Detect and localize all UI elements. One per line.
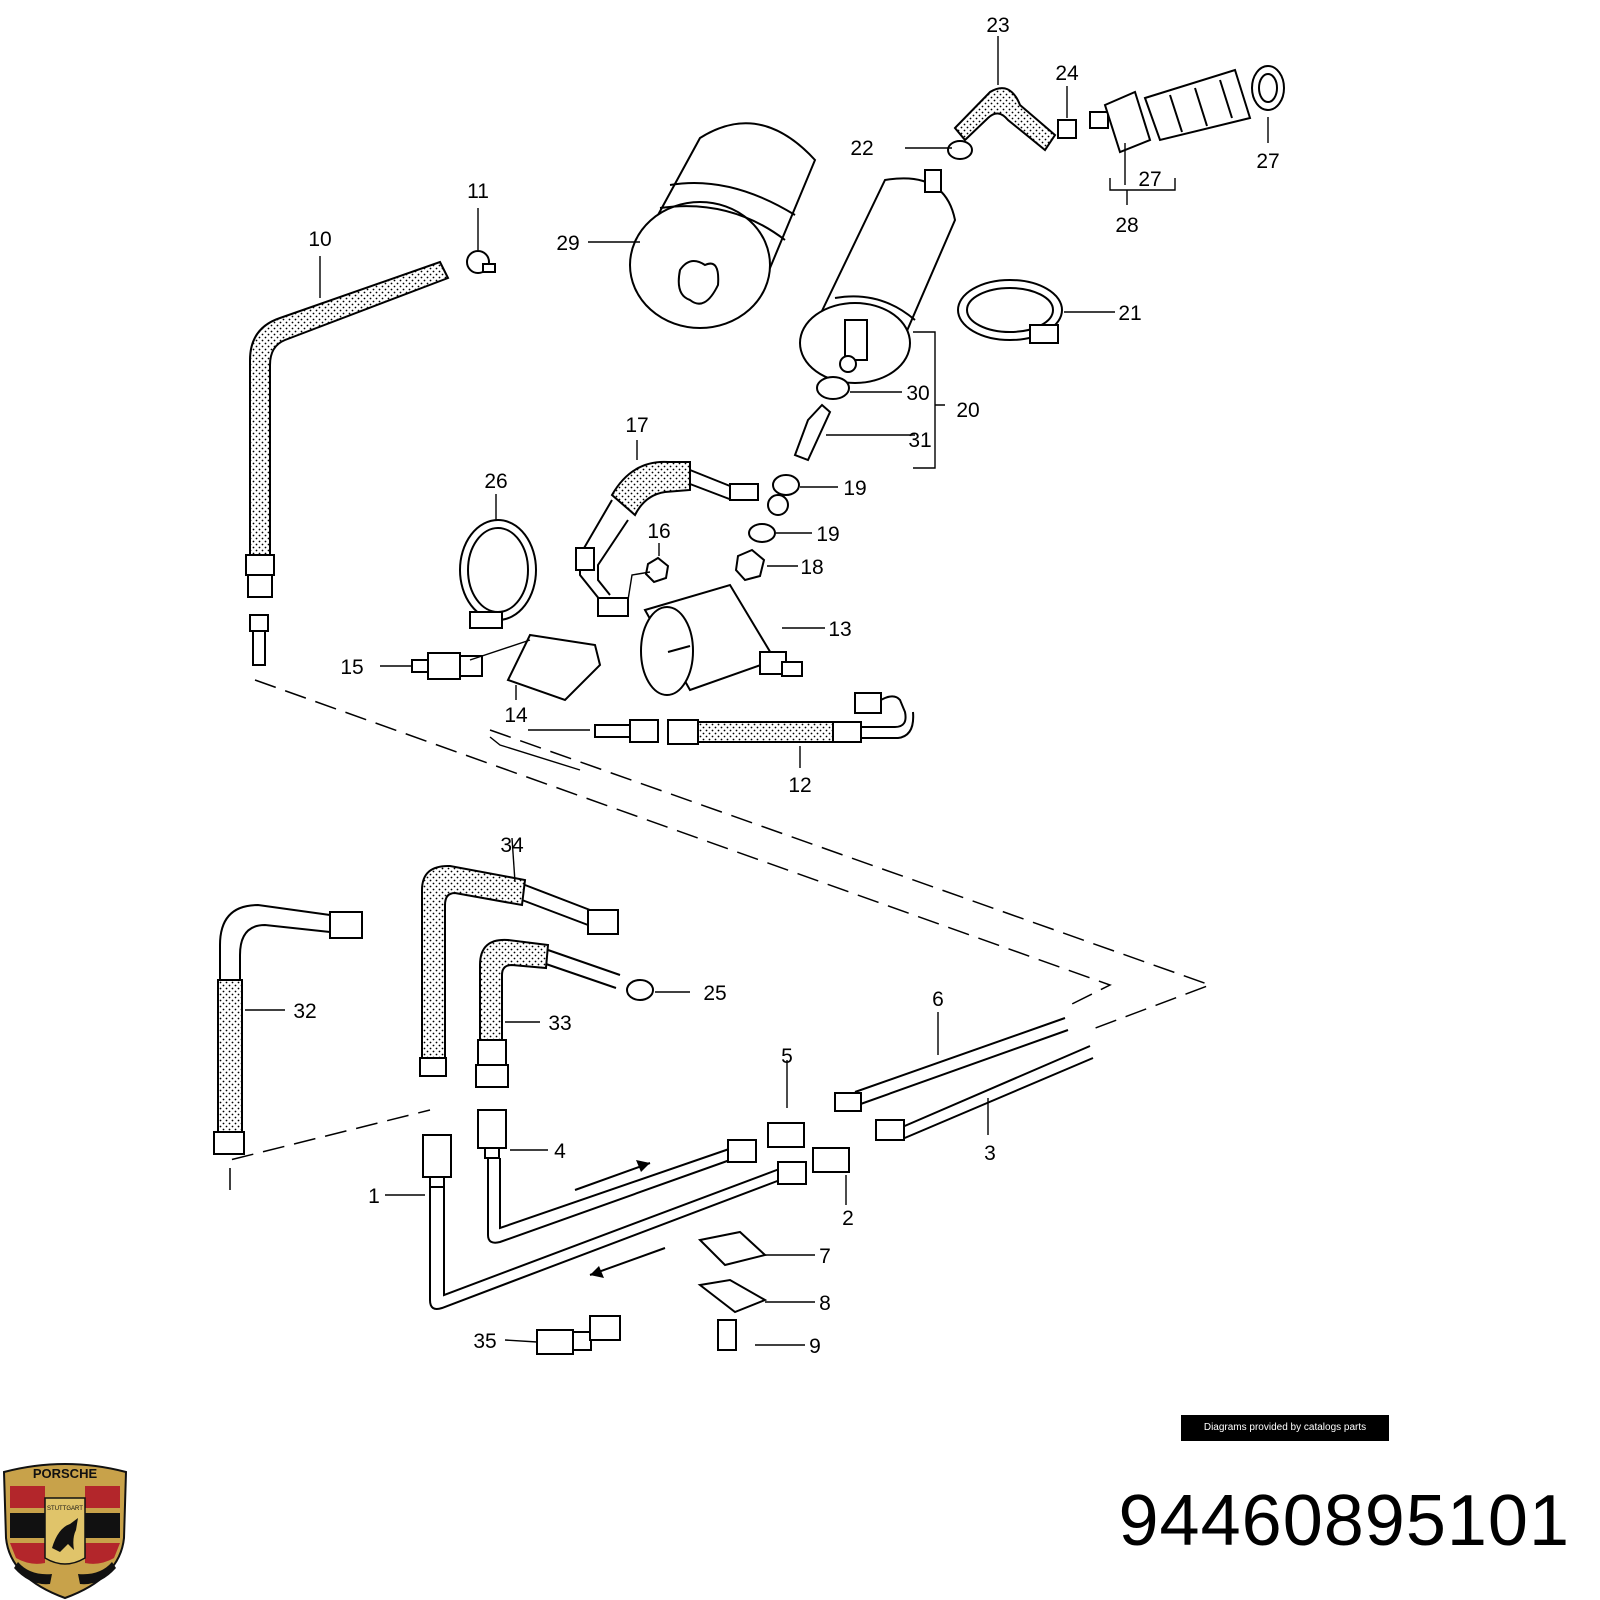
- callout-19-a: 19: [843, 477, 866, 500]
- callout-10: 10: [308, 228, 331, 251]
- part-34-hose: [419, 864, 619, 1077]
- callout-17: 17: [625, 414, 648, 437]
- part-20-fuel-pump: [799, 169, 957, 384]
- dashed-connection-lines: [229, 679, 1213, 1190]
- part-16-nut: [644, 556, 670, 584]
- callout-11: 11: [467, 180, 489, 203]
- part-30-seal: [816, 376, 850, 400]
- callout-21: 21: [1118, 302, 1141, 325]
- callout-30: 30: [906, 382, 929, 405]
- callout-23: 23: [986, 14, 1009, 37]
- crest-city-text: STUTTGART: [47, 1506, 83, 1512]
- callout-3: 3: [984, 1142, 996, 1165]
- part-14-bracket: [506, 633, 602, 702]
- callout-4: 4: [554, 1140, 566, 1163]
- callout-27-right: 27: [1256, 150, 1279, 173]
- part-29-canister: [629, 122, 817, 329]
- callout-18: 18: [800, 556, 823, 579]
- callout-35: 35: [473, 1330, 496, 1353]
- callout-labels: 23 24 22 27 27 28 11 10 29 21 30 20 31 1…: [293, 14, 1279, 1358]
- callout-31: 31: [908, 429, 931, 452]
- part-31-fitting: [793, 403, 832, 462]
- callout-28: 28: [1115, 214, 1138, 237]
- antler-icon: [14, 1562, 116, 1585]
- part-19-washer-b: [748, 523, 776, 543]
- part-6-pipe: [834, 1017, 1069, 1112]
- callout-19-b: 19: [816, 523, 839, 546]
- part-number: 94460895101: [1118, 1481, 1570, 1561]
- callout-15: 15: [340, 656, 363, 679]
- part-8-clip: [697, 1278, 768, 1314]
- part-9-plug: [717, 1319, 737, 1351]
- part-32-hose: [213, 903, 363, 1155]
- callout-26: 26: [484, 470, 507, 493]
- flow-arrow-right-icon: [574, 1162, 651, 1191]
- part-25-clamp: [626, 979, 654, 1001]
- callout-9: 9: [809, 1335, 821, 1358]
- callout-29: 29: [556, 232, 579, 255]
- callout-22: 22: [850, 137, 873, 160]
- callout-13: 13: [828, 618, 851, 641]
- callout-6: 6: [932, 988, 944, 1011]
- callout-8: 8: [819, 1292, 831, 1315]
- callout-5: 5: [781, 1045, 793, 1068]
- part-22-clamp: [947, 140, 973, 160]
- part-17-hose: [575, 460, 789, 617]
- callout-14: 14: [504, 704, 528, 727]
- callout-7: 7: [819, 1245, 831, 1268]
- porsche-crest-logo: PORSCHE STUTTGART: [2, 1463, 128, 1600]
- part-2-union: [812, 1147, 850, 1173]
- flow-arrow-left-head-icon: [590, 1266, 604, 1278]
- flow-arrow-left-icon: [589, 1247, 666, 1276]
- callout-32: 32: [293, 1000, 316, 1023]
- callout-24: 24: [1055, 62, 1079, 85]
- callout-20: 20: [956, 399, 979, 422]
- part-12-hose: [594, 692, 915, 745]
- callout-1: 1: [368, 1185, 380, 1208]
- part-11-clamp: [466, 250, 496, 274]
- part-28-strainer: [1089, 65, 1285, 154]
- part-3-pipe: [875, 1045, 1094, 1141]
- callout-2: 2: [842, 1207, 854, 1230]
- part-35-union: [536, 1315, 621, 1355]
- diagram-credit-badge: Diagrams provided by catalogs parts: [1181, 1415, 1389, 1441]
- flow-arrow-right-head-icon: [636, 1160, 650, 1172]
- part-1-pipe: [422, 1134, 807, 1310]
- callout-33: 33: [548, 1012, 571, 1035]
- callout-25: 25: [703, 982, 726, 1005]
- part-7-clip: [697, 1230, 768, 1267]
- callout-12: 12: [788, 774, 811, 797]
- part-18-nut: [734, 548, 766, 582]
- parts-diagram: 23 24 22 27 27 28 11 10 29 21 30 20 31 1…: [213, 14, 1285, 1358]
- callout-34: 34: [500, 834, 524, 857]
- part-21-clamp-band: [957, 279, 1063, 344]
- callout-27: 27: [1138, 168, 1161, 191]
- part-5-union: [767, 1122, 805, 1148]
- part-19-washer-a: [772, 474, 800, 496]
- part-10-hose: [245, 260, 450, 666]
- part-15-fitting: [411, 652, 483, 680]
- crest-wordmark: PORSCHE: [33, 1466, 98, 1481]
- part-26-clamp-band: [459, 519, 537, 629]
- part-24-clip: [1057, 119, 1077, 139]
- leader-lines: [245, 36, 1269, 1346]
- part-4-pipe: [477, 1109, 757, 1244]
- horse-icon: [52, 1518, 78, 1552]
- part-13-fuel-filter: [640, 583, 803, 696]
- part-33-hose: [475, 938, 621, 1088]
- callout-16: 16: [647, 520, 670, 543]
- part-23-hose: [953, 87, 1057, 152]
